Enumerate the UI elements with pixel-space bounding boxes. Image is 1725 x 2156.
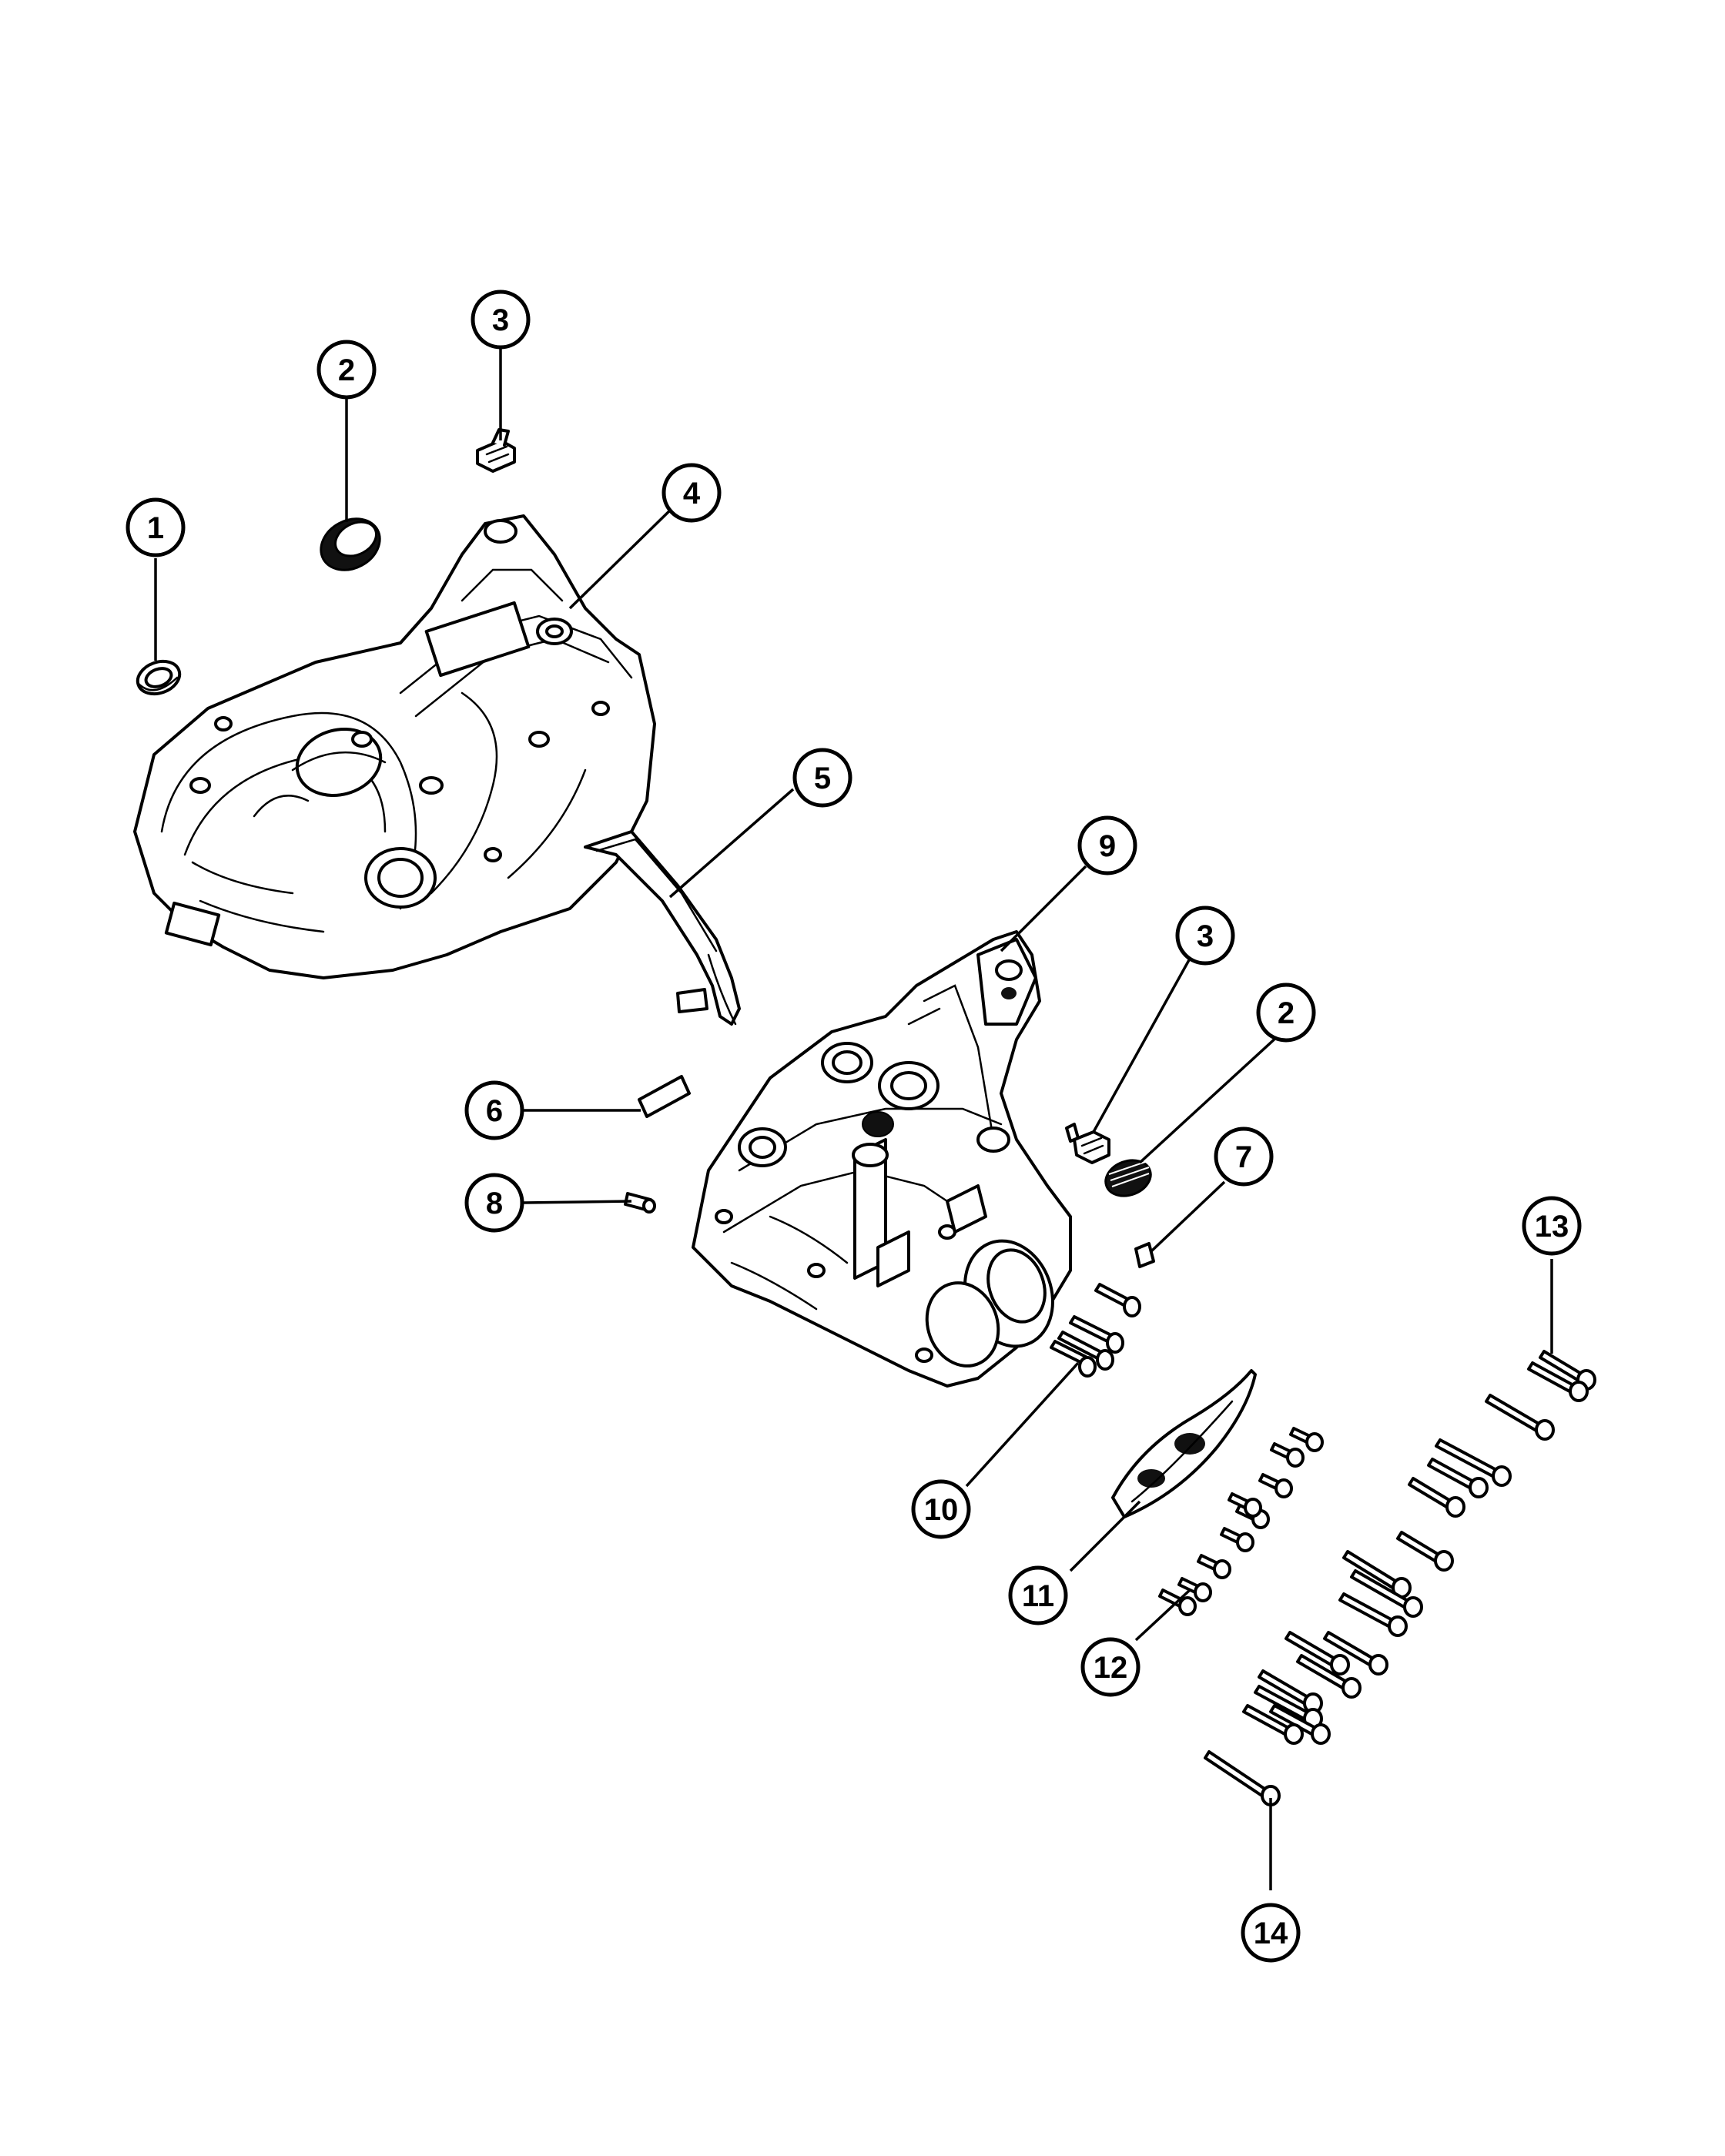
shift-rail-seal-part-5 bbox=[584, 830, 741, 1026]
sleeve-part-7 bbox=[1134, 1242, 1155, 1268]
callout-number: 5 bbox=[814, 762, 831, 795]
oil-seal-part-2-lower bbox=[1104, 1159, 1152, 1197]
callout-number: 9 bbox=[1099, 829, 1116, 863]
callout-number: 7 bbox=[1235, 1140, 1252, 1174]
bolts-part-10 bbox=[1050, 1283, 1141, 1378]
shim-part-6 bbox=[638, 1075, 691, 1118]
callout-number: 2 bbox=[338, 353, 355, 387]
callout-number: 13 bbox=[1535, 1210, 1569, 1244]
callout-circle bbox=[464, 1080, 524, 1140]
callout-c12: 12 bbox=[1080, 1637, 1141, 1697]
callout-c7: 7 bbox=[1214, 1127, 1274, 1187]
bolts-part-12 bbox=[1158, 1427, 1324, 1616]
callout-circle bbox=[1522, 1196, 1582, 1256]
callout-number: 2 bbox=[1278, 996, 1295, 1030]
callout-circle bbox=[1080, 1637, 1141, 1697]
bolts-part-13 bbox=[1338, 1350, 1596, 1637]
transaxle-case-part-9 bbox=[692, 930, 1072, 1388]
drain-plug-part-3-upper bbox=[476, 428, 516, 473]
callout-number: 6 bbox=[486, 1094, 503, 1128]
callout-circle bbox=[792, 748, 852, 808]
callout-number: 1 bbox=[147, 511, 164, 545]
callout-number: 4 bbox=[683, 477, 701, 511]
callout-c1a: 1 bbox=[126, 497, 186, 557]
pin-part-8 bbox=[624, 1192, 656, 1214]
clutch-housing-part-4 bbox=[133, 514, 656, 979]
callout-number: 14 bbox=[1254, 1917, 1288, 1950]
callout-circle bbox=[1214, 1127, 1274, 1187]
callout-c14: 14 bbox=[1241, 1903, 1301, 1963]
callout-number: 10 bbox=[924, 1493, 959, 1527]
callout-circle bbox=[1241, 1903, 1301, 1963]
callout-circle bbox=[1175, 906, 1235, 966]
callout-circle bbox=[911, 1479, 971, 1539]
callout-circle bbox=[471, 290, 531, 350]
callout-c9: 9 bbox=[1077, 815, 1137, 875]
callout-c2b: 2 bbox=[1256, 983, 1316, 1043]
callout-circle bbox=[1008, 1565, 1068, 1625]
callout-number: 3 bbox=[492, 303, 509, 337]
callout-circle bbox=[662, 463, 722, 523]
callout-c8: 8 bbox=[464, 1173, 524, 1233]
callout-circle bbox=[126, 497, 186, 557]
callout-circle bbox=[317, 340, 377, 400]
bolts-part-14 bbox=[1204, 1631, 1388, 1806]
callout-number: 12 bbox=[1094, 1651, 1128, 1685]
callout-c13: 13 bbox=[1522, 1196, 1582, 1256]
callout-c5: 5 bbox=[792, 748, 852, 808]
callout-c4: 4 bbox=[662, 463, 722, 523]
oil-seal-part-2-upper bbox=[320, 517, 381, 571]
callout-c2a: 2 bbox=[317, 340, 377, 400]
baffle-plate-part-11 bbox=[1111, 1369, 1257, 1518]
callout-number: 3 bbox=[1197, 919, 1214, 953]
callout-c11: 11 bbox=[1008, 1565, 1068, 1625]
callout-c6: 6 bbox=[464, 1080, 524, 1140]
callout-number: 8 bbox=[486, 1187, 503, 1220]
callout-number: 11 bbox=[1022, 1579, 1054, 1613]
callout-circle bbox=[1077, 815, 1137, 875]
callout-circle bbox=[464, 1173, 524, 1233]
callout-c3a: 3 bbox=[471, 290, 531, 350]
callout-c3b: 3 bbox=[1175, 906, 1235, 966]
seal-ring-part-1 bbox=[136, 659, 182, 696]
drain-plug-part-3-lower bbox=[1065, 1123, 1110, 1164]
callout-c10: 10 bbox=[911, 1479, 971, 1539]
leader-lines bbox=[154, 346, 1553, 1890]
callout-circle bbox=[1256, 983, 1316, 1043]
